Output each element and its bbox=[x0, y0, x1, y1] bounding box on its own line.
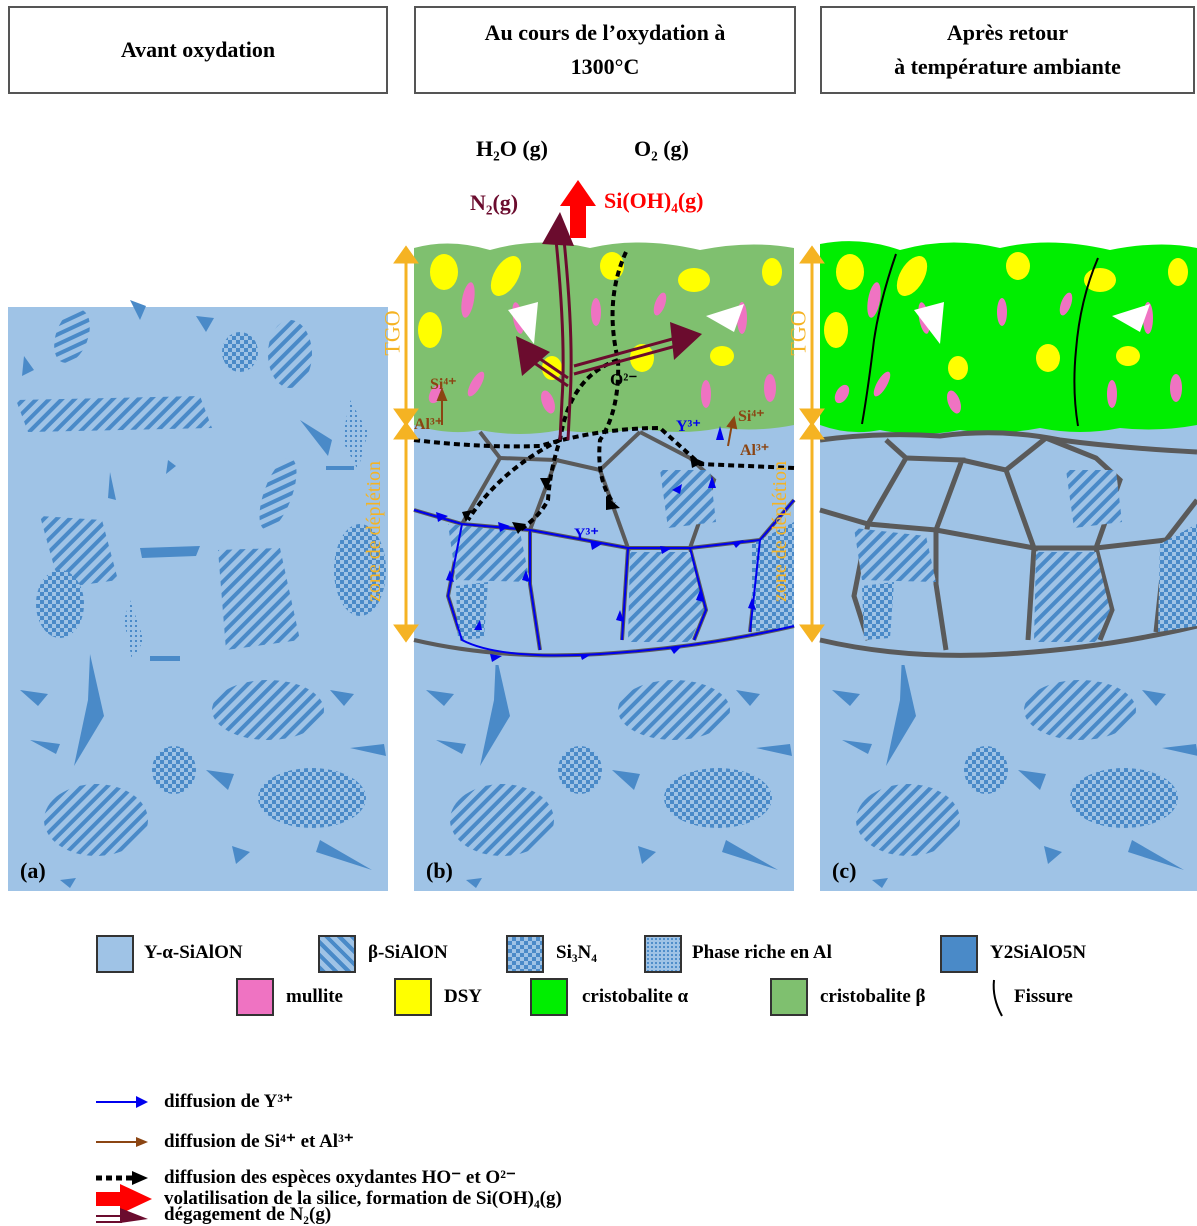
y3-label-mid: Y³⁺ bbox=[574, 526, 599, 543]
legend-label-oxidant-diffusion: diffusion des espèces oxydantes HO⁻ et O… bbox=[164, 1167, 516, 1188]
legend-label-volatilization: volatilisation de la silice, formation d… bbox=[164, 1188, 562, 1209]
legend-swatch-dsy bbox=[394, 978, 432, 1016]
y3-diffusion-paths-b bbox=[413, 499, 795, 657]
legend-label-dsy: DSY bbox=[444, 986, 483, 1007]
legend-label-cristobalite-beta: cristobalite β bbox=[820, 986, 926, 1007]
panel-b-during bbox=[393, 180, 796, 891]
panel-label-b: (b) bbox=[426, 858, 453, 883]
legend-swatch-si3n4 bbox=[506, 935, 544, 973]
zone-label-b: zone de déplétion bbox=[363, 460, 386, 603]
legend-swatch-beta bbox=[318, 935, 356, 973]
panel-c-after bbox=[799, 241, 1197, 891]
legend-label-beta: β-SiAlON bbox=[368, 942, 448, 963]
legend-label-si3n4: Si₃N₄ bbox=[556, 942, 597, 963]
legend-label-mullite: mullite bbox=[286, 986, 343, 1007]
o2minus-label: O²⁻ bbox=[610, 370, 638, 389]
y3-arrowheads-b bbox=[436, 426, 756, 662]
sioh4-label: Si(OH)₄(g) bbox=[604, 188, 704, 213]
legend-label-y2sialo5n: Y2SiAlO5N bbox=[990, 942, 1087, 963]
legend-arrow-symbols bbox=[96, 1096, 152, 1223]
n2-release-b bbox=[529, 239, 677, 441]
legend-label-al-rich: Phase riche en Al bbox=[692, 942, 832, 963]
legend-swatch-al-rich bbox=[644, 935, 682, 973]
panel-label-c: (c) bbox=[832, 858, 857, 883]
legend-swatch-y2sialo5n bbox=[940, 935, 978, 973]
si4-label-right: Si⁴⁺ bbox=[738, 408, 765, 425]
depletion-grains-c bbox=[819, 430, 1197, 658]
legend-swatch-cristobalite-alpha bbox=[530, 978, 568, 1016]
oxidant-diffusion-paths-b bbox=[413, 251, 795, 532]
depletion-grain-fills-b bbox=[448, 470, 794, 642]
legend-swatch-y-alpha bbox=[96, 935, 134, 973]
legend-crack-icon bbox=[992, 979, 1003, 1017]
panel-label-a: (a) bbox=[20, 858, 46, 883]
oxidant-arrowheads-b bbox=[462, 456, 704, 534]
al3-label-right: Al³⁺ bbox=[740, 442, 770, 459]
legend-label-y-alpha: Y-α-SiAlON bbox=[144, 942, 243, 963]
si4-label-b: Si⁴⁺ bbox=[430, 376, 457, 393]
legend-label-cristobalite-alpha: cristobalite α bbox=[582, 986, 689, 1007]
panel-a-before bbox=[8, 300, 388, 891]
y3-label-top: Y³⁺ bbox=[676, 418, 701, 435]
sioh4-arrow-b bbox=[560, 180, 596, 238]
tgo-label-b: TGO bbox=[379, 310, 405, 356]
zone-label-c: zone de déplétion bbox=[769, 460, 792, 603]
legend-label-fissure: Fissure bbox=[1014, 986, 1073, 1007]
legend-swatch-cristobalite-beta bbox=[770, 978, 808, 1016]
n2-label: N₂(g) bbox=[470, 190, 519, 215]
legend-swatch-mullite bbox=[236, 978, 274, 1016]
h2o-label: H₂O (g) bbox=[476, 136, 548, 161]
header-before-oxidation: Avant oxydation bbox=[8, 6, 388, 94]
al3-label-b: Al³⁺ bbox=[414, 416, 444, 433]
tgo-inclusions-c bbox=[824, 252, 1188, 414]
legend-label-n2-release: dégagement de N₂(g) bbox=[164, 1204, 332, 1225]
legend-label-y3-diffusion: diffusion de Y³⁺ bbox=[164, 1091, 294, 1112]
depletion-grain-fills-c bbox=[854, 470, 1197, 642]
tgo-label-c: TGO bbox=[785, 310, 811, 356]
legend-label-si-al-diffusion: diffusion de Si⁴⁺ et Al³⁺ bbox=[164, 1131, 354, 1152]
o2-label: O₂ (g) bbox=[634, 136, 689, 161]
cracks-c bbox=[861, 253, 1099, 427]
tgo-inclusions-b bbox=[418, 252, 782, 414]
